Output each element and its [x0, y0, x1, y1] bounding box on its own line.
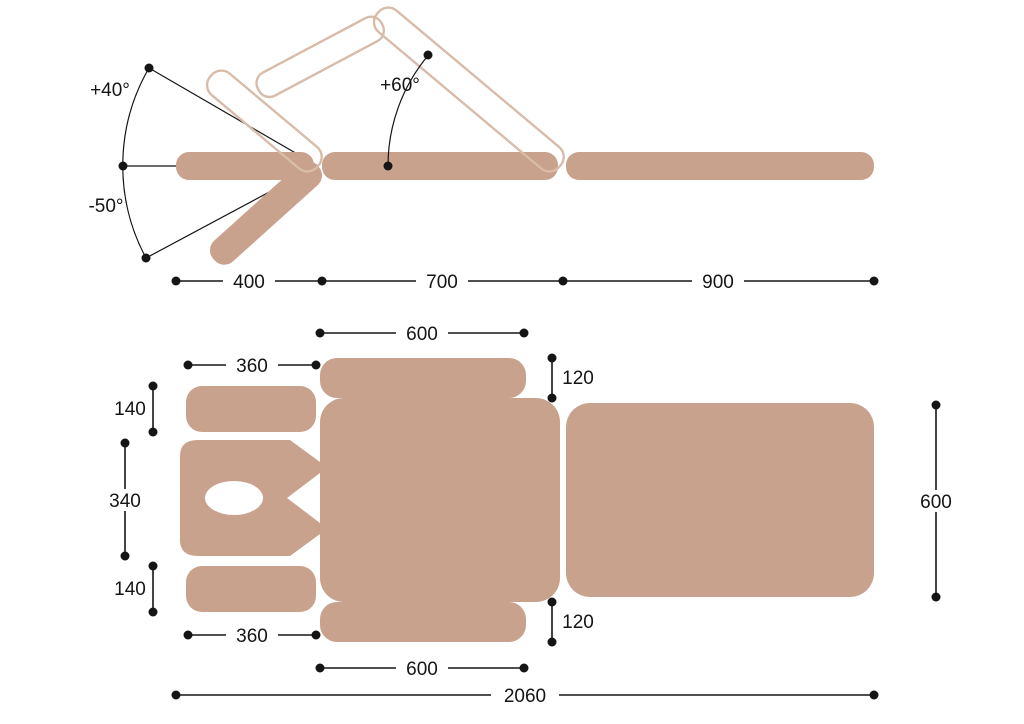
- side-backrest-raised-ghost: [372, 6, 565, 173]
- side-head-segment-lowered: [209, 160, 323, 265]
- dim-armrest-thickness-bottom: 120: [547, 597, 594, 647]
- svg-text:140: 140: [114, 399, 146, 420]
- arc-dot: [141, 253, 151, 263]
- top-armrest-lower: [320, 602, 526, 642]
- arc-dot: [383, 161, 393, 171]
- top-head-cushion-upper: [186, 386, 316, 432]
- side-backrest-segment: [322, 152, 558, 180]
- dimension-dot: [558, 276, 568, 286]
- dim-leg-length-label: 900: [702, 272, 734, 293]
- svg-text:2060: 2060: [504, 686, 546, 707]
- svg-text:120: 120: [562, 612, 594, 633]
- arc-dot: [118, 161, 128, 171]
- top-armrest-upper: [320, 358, 526, 398]
- backrest-angle-arc: [387, 55, 429, 167]
- dim-table-width: 600: [910, 400, 962, 602]
- svg-text:140: 140: [114, 579, 146, 600]
- svg-text:600: 600: [920, 492, 952, 513]
- side-headrest-on-raised-backrest-ghost: [255, 15, 386, 99]
- top-head-cushion-lower: [186, 566, 316, 612]
- svg-text:600: 600: [406, 324, 438, 345]
- svg-text:600: 600: [406, 659, 438, 680]
- dim-face-section-height: 340: [99, 438, 151, 561]
- top-leg-section: [566, 403, 874, 597]
- svg-text:340: 340: [109, 491, 141, 512]
- dim-total-length: 2060: [171, 684, 879, 707]
- face-hole: [205, 481, 263, 515]
- svg-text:360: 360: [236, 356, 268, 377]
- backrest-angle-label: +60°: [380, 75, 420, 96]
- dimension-dot: [171, 276, 181, 286]
- dim-backrest-length-label: 700: [426, 272, 458, 293]
- side-head-segment: [176, 152, 314, 180]
- side-head-segment-raised-ghost: [205, 69, 323, 173]
- dim-cushion-height-lower: 140: [114, 561, 158, 617]
- svg-text:120: 120: [562, 368, 594, 389]
- head-angle-down-label: -50°: [88, 196, 123, 217]
- svg-text:360: 360: [236, 626, 268, 647]
- side-view: +40° -50° +60° 400 700 900: [88, 6, 879, 293]
- side-leg-segment: [566, 152, 874, 180]
- dim-armrest-length-top: 600: [315, 322, 529, 345]
- dim-head-width-bottom: 360: [183, 624, 321, 647]
- top-view: 600 360 120 140: [99, 322, 962, 707]
- head-angle-up-line: [148, 67, 319, 167]
- dim-armrest-length-bottom: 600: [315, 657, 529, 680]
- dim-cushion-height-upper: 140: [114, 381, 158, 437]
- dim-head-width-top: 360: [183, 354, 321, 377]
- dim-armrest-thickness-top: 120: [547, 353, 594, 403]
- arc-dot: [144, 63, 154, 73]
- arc-dot: [423, 50, 433, 60]
- dimension-dot: [869, 276, 879, 286]
- dimension-dot: [317, 276, 327, 286]
- top-backrest-section: [320, 398, 560, 602]
- side-length-dimensions: 400 700 900: [171, 270, 879, 293]
- head-angle-up-label: +40°: [90, 80, 130, 101]
- dim-head-length-label: 400: [233, 272, 265, 293]
